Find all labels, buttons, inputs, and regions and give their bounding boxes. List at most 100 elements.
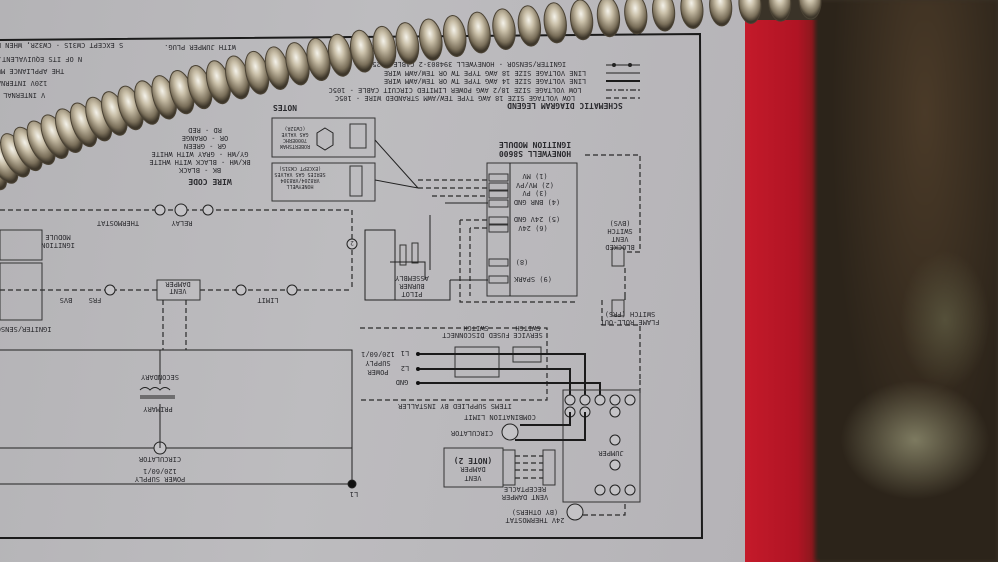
pilot-label: PILOT <box>401 290 423 298</box>
terminal-board: COMBINATION LIMIT CIRCULATOR JUMPER VENT… <box>443 389 641 524</box>
module-terminal: (2) MV/PV <box>515 181 554 189</box>
module-terminal: (9) SPARK <box>513 275 552 283</box>
terminal-screw <box>594 394 606 406</box>
module-terminal-slot <box>488 216 509 225</box>
circulator-label: CIRCULATOR <box>450 429 493 437</box>
ignition-module: HONEYWELL S8600 IGNITION MODULE (1) MV (… <box>486 140 578 297</box>
legend-title: SCHEMATIC DIAGRAM LEGEND <box>507 101 623 110</box>
blurred-background-patch <box>840 380 990 500</box>
note-text: S EXCEPT CW31S - CW32R, WHEN D <box>0 41 123 49</box>
terminal-screw <box>609 459 621 471</box>
ladder-frs-label: FRS <box>89 296 102 304</box>
conduit-rib <box>596 0 621 38</box>
gas-valve-honeywell: HONEYWELL VR8204/VR8304 SERIES GAS VALVE… <box>271 162 376 202</box>
conduit-rib <box>651 0 676 32</box>
pilot-label: ASSEMBLY <box>394 274 429 282</box>
ladder-power-label: 120/60/1 <box>143 467 177 475</box>
flame-rollout-switch <box>611 299 625 317</box>
thermostat-label: (BY OTHERS) <box>512 508 558 516</box>
gas-valve-robertshaw: ROBERTSHAW 7000ERHC GAS VALVE (CW32R) <box>271 117 376 158</box>
thermostat-label: 24V THERMOSTAT <box>505 516 565 524</box>
conduit-rib <box>768 0 792 22</box>
blurred-background-patch <box>900 250 990 390</box>
valve-label: 7000ERHC <box>283 137 307 143</box>
module-terminal-slot <box>488 199 509 208</box>
l2-label: L2 <box>401 364 409 372</box>
diagram-border <box>0 32 704 539</box>
ladder-primary-label: PRIMARY <box>142 405 172 413</box>
bvs-label: SWITCH <box>607 227 632 235</box>
ladder-thermostat-label: THERMOSTAT <box>96 219 139 227</box>
wire-code-entry: GR - GREEN <box>184 142 226 150</box>
terminal-screw <box>624 394 636 406</box>
module-terminal: (4) BNR GND <box>514 198 560 206</box>
legend-item: LOW VOLTAGE SIZE 18/2 AWG POWER LIMITED … <box>329 86 582 94</box>
wire-code-title: WIRE CODE <box>188 177 232 186</box>
conduit-rib <box>543 2 567 44</box>
terminal-screw <box>624 484 636 496</box>
notes: NOTES WITH JUMPER PLUG. S EXCEPT CW31S -… <box>0 41 297 112</box>
conduit-rib <box>395 22 420 65</box>
conduit-rib <box>467 11 491 54</box>
legend-item: LINE VOLTAGE SIZE 14 AWG TYPE TW OR TEW/… <box>384 77 586 85</box>
wire-code-entry: BK - BLACK <box>178 166 221 174</box>
pilot-burner-assembly: PILOT BURNER ASSEMBLY <box>364 229 451 301</box>
ladder-vent-damper-label: VENT <box>169 287 187 295</box>
legend-item: LOW VOLTAGE SIZE 18 AWG TYPE TEW/AWM STR… <box>335 94 575 102</box>
conduit-rib <box>349 29 374 73</box>
power-supply-label: SUPPLY <box>365 359 391 367</box>
module-terminal: (6) 24V <box>517 224 547 232</box>
service-switch-label: SERVICE <box>513 331 543 339</box>
notes-title: NOTES <box>273 103 297 112</box>
ladder-relay-label: RELAY <box>171 219 193 227</box>
note-text: WITH JUMPER PLUG. <box>164 43 236 51</box>
power-supply-label: 120/60/1 <box>361 350 395 358</box>
module-terminal: (5) 24V GND <box>514 215 560 223</box>
ladder-diagram: 2 THERMOSTAT RELAY IGNITION MODULE IGNIT… <box>0 203 358 498</box>
module-terminal: (3) PV <box>522 189 548 197</box>
installer-box: ITEMS SUPPLIED BY INSTALLER SERVICE SWIT… <box>360 324 601 410</box>
conduit-rib <box>569 0 594 41</box>
conduit-rib <box>442 15 467 58</box>
valve-label: (CW32R) <box>284 125 305 131</box>
blocked-vent-switch <box>611 247 625 267</box>
bvs-label: (BVS) <box>609 219 630 227</box>
conduit-rib <box>680 0 704 29</box>
terminal-screw <box>609 394 621 406</box>
red-housing <box>745 20 820 562</box>
ladder-vent-damper-label: DAMPER <box>165 280 191 288</box>
ladder-bvs-label: BVS <box>60 296 73 304</box>
conduit-rib <box>517 5 542 47</box>
ladder-ignition-label: MODULE <box>45 233 70 241</box>
module-terminal-slot <box>488 182 509 191</box>
valve-label: ROBERTSHAW <box>279 143 310 149</box>
ladder-l1-label: L1 <box>350 490 358 498</box>
installer-label: ITEMS SUPPLIED BY INSTALLER <box>397 402 512 410</box>
terminal-screw <box>594 484 606 496</box>
combination-limit-label: COMBINATION LIMIT <box>463 413 535 421</box>
wire-code-entry: OR - ORANGE <box>182 134 228 142</box>
flexible-conduit <box>0 0 822 191</box>
frs-label: SWITCH (FRS) <box>605 310 656 318</box>
conduit-rib <box>738 0 762 24</box>
ladder-secondary-label: SECONDARY <box>140 373 179 381</box>
note-text: 120V INTERNAL <box>0 79 47 87</box>
frs-label: FLAME ROLL-OUT <box>600 318 660 326</box>
module-title: IGNITION MODULE <box>499 140 571 149</box>
ladder-circulator-label: CIRCULATOR <box>138 455 181 463</box>
vent-damper-label: (NOTE 2) <box>454 456 493 465</box>
valve-label: HONEYWELL <box>286 183 313 189</box>
module-title: HONEYWELL S8600 <box>499 149 571 158</box>
conduit-rib <box>709 0 733 27</box>
valve-label: (EXCEPT CW31S) <box>279 165 321 171</box>
vent-damper-label: VENT <box>464 474 482 482</box>
conduit-rib <box>372 25 397 69</box>
ladder-ignition-label: IGNITION <box>41 241 75 249</box>
terminal-screw <box>609 406 621 418</box>
module-terminal-slot <box>488 173 509 182</box>
note-text: N OF ITS EQUIVALENT. <box>0 55 82 63</box>
legend-item: IGNITER/SENSOR - HONEYWELL 394803-2 CABL… <box>364 60 566 68</box>
fused-disconnect-label: FUSED DISCONNECT <box>442 331 510 339</box>
